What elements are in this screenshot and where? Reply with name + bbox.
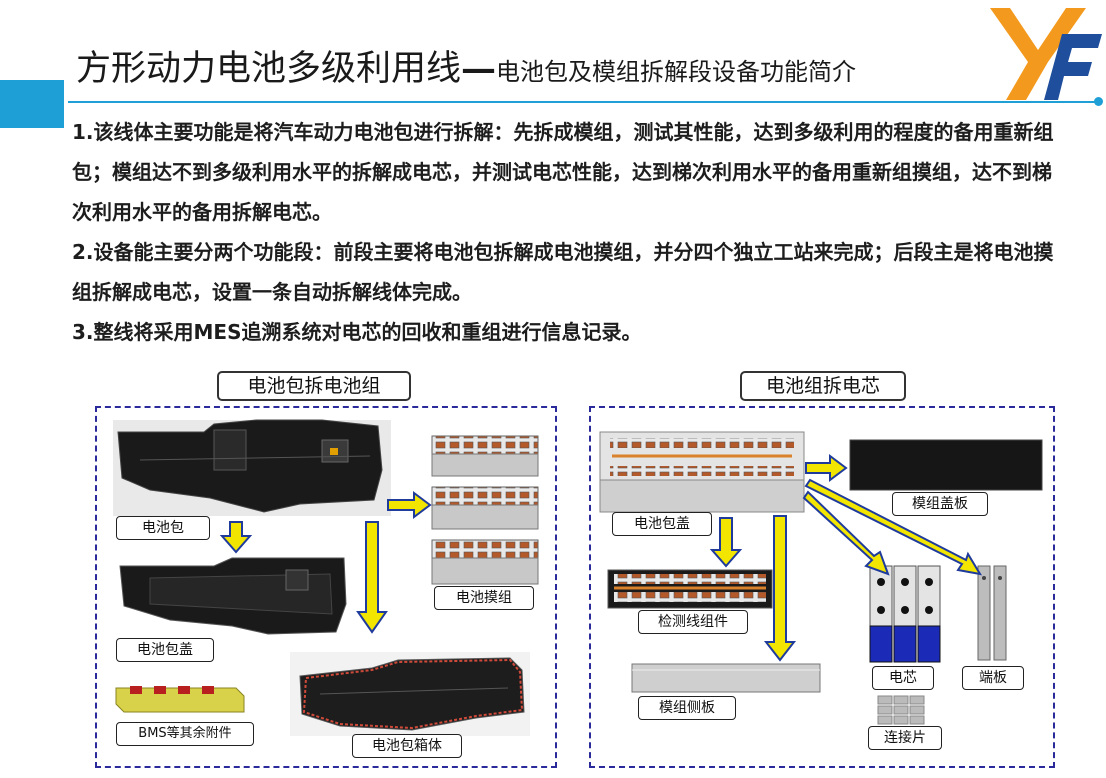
arrow-to-cells: [802, 490, 890, 576]
arrow-to-case: [356, 521, 388, 634]
tag-battery-case: 电池包箱体: [352, 734, 462, 758]
tag-harness: 检测线组件: [638, 610, 748, 634]
paragraph-1: 1.该线体主要功能是将汽车动力电池包进行拆解：先拆成模组，测试其性能，达到多级利…: [72, 120, 1054, 224]
arrow-to-cover-plate: [805, 454, 848, 482]
module-cover-plate-image: [849, 439, 1043, 491]
tag-battery-cover: 电池包盖: [116, 638, 214, 662]
battery-modules-image: [431, 435, 539, 585]
tag-bms-accessories: BMS等其余附件: [116, 722, 254, 746]
tag-side-plate: 模组侧板: [638, 696, 736, 720]
section2-box: [589, 406, 1055, 768]
arrow-pack-to-modules: [387, 491, 432, 519]
tag-end-plate: 端板: [962, 666, 1024, 690]
header-rule: [68, 101, 1098, 103]
tag-connector: 连接片: [868, 726, 942, 750]
xf-logo: [990, 8, 1102, 100]
battery-case-image: [290, 652, 530, 736]
tag-battery-module: 电池摸组: [434, 586, 534, 610]
arrow-to-side-plate: [763, 515, 797, 662]
harness-image: [607, 569, 773, 609]
page-title: 方形动力电池多级利用线—电池包及模组拆解段设备功能简介: [76, 40, 856, 91]
cells-image: [869, 565, 941, 663]
header-rule-dot: [1094, 97, 1103, 106]
arrow-pack-to-cover: [219, 521, 253, 554]
section2-label: 电池组拆电芯: [740, 371, 906, 401]
module-assembly-image: [599, 431, 805, 513]
title-main: 方形动力电池多级利用线: [76, 49, 462, 89]
tag-cell: 电芯: [872, 666, 934, 690]
section1-label: 电池包拆电池组: [217, 371, 411, 401]
paragraph-3: 3.整线将采用MES追溯系统对电芯的回收和重组进行信息记录。: [72, 320, 642, 344]
side-plate-image: [631, 663, 821, 693]
title-dash: —: [461, 48, 497, 89]
connector-pieces-image: [877, 695, 925, 725]
accent-block: [0, 80, 64, 128]
end-plates-image: [977, 565, 1007, 661]
title-sub: 电池包及模组拆解段设备功能简介: [496, 58, 857, 86]
arrow-to-end-plates: [804, 478, 982, 576]
section1-box: [95, 406, 557, 768]
battery-pack-image: [113, 419, 391, 516]
arrow-to-harness: [709, 517, 743, 568]
tag-pack-cover: 电池包盖: [612, 512, 712, 536]
battery-cover-image: [119, 557, 347, 635]
paragraph-2: 2.设备能主要分两个功能段：前段主要将电池包拆解成电池摸组，并分四个独立工站来完…: [72, 240, 1054, 304]
bms-accessory-image: [115, 686, 245, 713]
tag-module-cover-plate: 模组盖板: [892, 492, 988, 516]
tag-battery-pack: 电池包: [116, 516, 210, 540]
